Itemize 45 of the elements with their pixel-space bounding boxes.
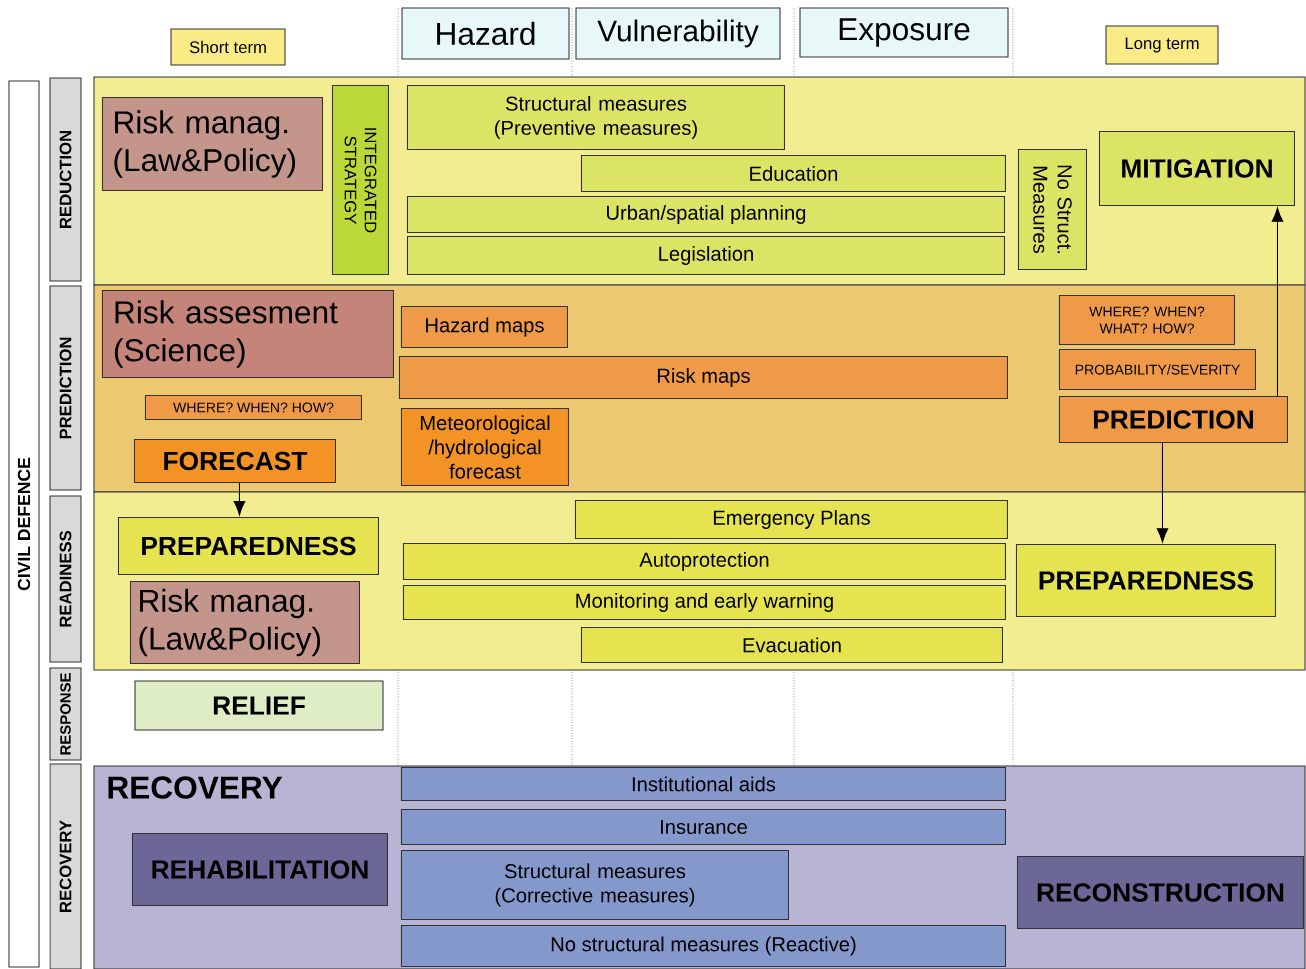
question-box: WHERE? WHEN? HOW? — [144, 394, 362, 420]
strategy-box: INTEGRATED STRATEGY — [331, 84, 389, 275]
column-header: Vulnerability — [575, 7, 781, 60]
measure-bar: Structural measures (Preventive measures) — [406, 84, 785, 150]
question-box: WHERE? WHEN? WHAT? HOW? — [1058, 294, 1235, 345]
process-box: Risk assesment (Science) — [101, 289, 394, 378]
column-header: Exposure — [799, 7, 1009, 58]
phase-box: MITIGATION — [1098, 130, 1295, 206]
arrow — [233, 482, 246, 516]
phase-box: REHABILITATION — [131, 832, 388, 906]
process-box: Risk manag. (Law&Policy) — [129, 580, 360, 664]
process-box: Risk manag. (Law&Policy) — [101, 96, 323, 191]
term-label-box: Long term — [1105, 25, 1219, 65]
phase-tab: READINESS — [49, 495, 82, 663]
measure-bar: Insurance — [400, 808, 1006, 845]
measure-bar: No structural measures (Reactive) — [400, 924, 1006, 967]
phase-tab: RESPONSE — [49, 667, 82, 761]
phase-box: PREPAREDNESS — [117, 516, 379, 575]
vertical-label-box: CIVIL DEFENCE — [8, 80, 40, 968]
measure-bar: Legislation — [406, 235, 1005, 275]
arrow — [1271, 207, 1284, 397]
question-box: PROBABILITY/SEVERITY — [1058, 348, 1256, 390]
phase-box: RELIEF — [134, 680, 384, 731]
measure-bar: Hazard maps — [400, 305, 568, 348]
phase-tab: REDUCTION — [49, 77, 82, 282]
phase-box: RECONSTRUCTION — [1016, 855, 1304, 929]
phase-box: FORECAST — [133, 438, 336, 483]
measure-bar: Institutional aids — [400, 766, 1006, 801]
phase-box: PREPAREDNESS — [1015, 543, 1276, 617]
term-label-box: Short term — [170, 28, 286, 66]
measure-bar: Evacuation — [580, 626, 1003, 663]
phase-tab: RECOVERY — [49, 763, 82, 969]
measure-box: Meteorological /hydrological forecast — [400, 407, 569, 486]
arrow — [1156, 442, 1169, 543]
measure-bar: Emergency Plans — [574, 499, 1008, 539]
measure-bar: Urban/spatial planning — [406, 195, 1005, 233]
measure-bar: Education — [580, 154, 1006, 192]
measure-box: No Struct. Measures — [1017, 148, 1087, 270]
phase-tab: PREDICTION — [49, 285, 82, 491]
phase-box: PREDICTION — [1058, 395, 1288, 443]
measure-bar: Structural measures (Corrective measures) — [400, 849, 789, 920]
measure-bar: Autoprotection — [402, 542, 1006, 580]
measure-bar: Monitoring and early warning — [402, 584, 1006, 620]
column-header: Hazard — [401, 7, 570, 60]
measure-bar: Risk maps — [398, 355, 1008, 399]
